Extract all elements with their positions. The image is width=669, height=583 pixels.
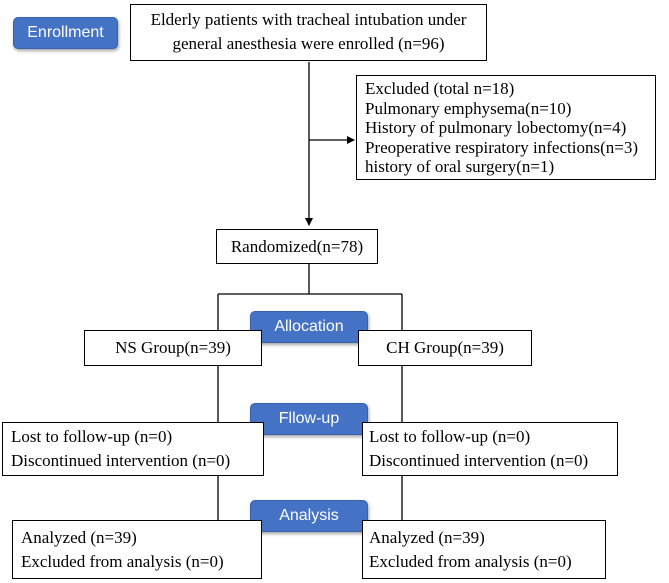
ch-discontinued: Discontinued intervention (n=0) (369, 451, 589, 470)
ns-group-box: NS Group(n=39) (84, 330, 262, 366)
ns-group-label: NS Group(n=39) (115, 338, 231, 357)
ns-analyzed: Analyzed (n=39) (21, 528, 137, 547)
ch-analyzed: Analyzed (n=39) (369, 528, 485, 547)
excluded-reason-oral-surgery: history of oral surgery(n=1) (365, 157, 555, 176)
excluded-total: Excluded (total n=18) (365, 79, 515, 98)
ns-lost-followup: Lost to follow-up (n=0) (11, 427, 173, 446)
enrolled-line-2: general anesthesia were enrolled (n=96) (172, 34, 445, 53)
ch-group-box: CH Group(n=39) (358, 330, 532, 366)
ch-group-label: CH Group(n=39) (386, 338, 504, 357)
ch-lost-followup: Lost to follow-up (n=0) (369, 427, 531, 446)
randomized-box: Randomized(n=78) (216, 229, 378, 264)
ch-followup-box: Lost to follow-up (n=0) Discontinued int… (362, 422, 618, 476)
ch-excluded-analysis: Excluded from analysis (n=0) (369, 552, 572, 571)
ns-analysis-box: Analyzed (n=39) Excluded from analysis (… (12, 520, 262, 579)
excluded-reason-lobectomy: History of pulmonary lobectomy(n=4) (365, 118, 627, 137)
stage-followup-badge: Fllow-up (250, 403, 368, 435)
enrolled-box: Elderly patients with tracheal intubatio… (130, 4, 487, 61)
ns-excluded-analysis: Excluded from analysis (n=0) (21, 552, 224, 571)
stage-enrollment-badge: Enrollment (13, 17, 118, 49)
excluded-reason-emphysema: Pulmonary emphysema(n=10) (365, 98, 572, 118)
enrolled-line-1: Elderly patients with tracheal intubatio… (150, 10, 467, 29)
excluded-reason-infections: Preoperative respiratory infections(n=3) (365, 137, 638, 157)
excluded-box: Excluded (total n=18) Pulmonary emphysem… (356, 75, 656, 180)
stage-analysis-badge: Analysis (250, 500, 368, 532)
ns-followup-box: Lost to follow-up (n=0) Discontinued int… (2, 422, 264, 476)
stage-allocation-badge: Allocation (250, 311, 368, 343)
ch-analysis-box: Analyzed (n=39) Excluded from analysis (… (362, 520, 606, 579)
randomized-label: Randomized(n=78) (230, 237, 364, 256)
ns-discontinued: Discontinued intervention (n=0) (11, 451, 231, 470)
